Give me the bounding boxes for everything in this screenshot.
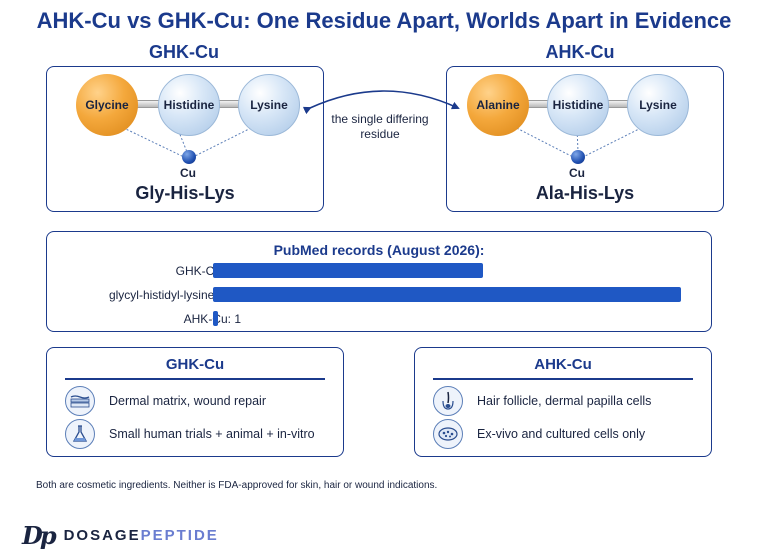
copper-label: Cu: [569, 166, 585, 180]
regulatory-footnote: Both are cosmetic ingredients. Neither i…: [36, 480, 438, 491]
card-divider: [65, 378, 325, 380]
card-divider: [433, 378, 693, 380]
glycine-residue: Glycine: [76, 74, 138, 136]
histidine-residue: Histidine: [547, 74, 609, 136]
histidine-residue: Histidine: [158, 74, 220, 136]
card-row-text: Hair follicle, dermal papilla cells: [477, 394, 652, 408]
pubmed-chart-panel: PubMed records (August 2026): GHK-Cu: 78…: [46, 231, 712, 332]
lysine-residue: Lysine: [238, 74, 300, 136]
chart-title: PubMed records (August 2026):: [273, 242, 485, 258]
ghk-sequence: Gly-His-Lys: [135, 183, 235, 203]
copper-atom: [571, 150, 585, 164]
card-row: Dermal matrix, wound repair: [65, 386, 266, 416]
bar-label: glycyl-histidyl-lysine: 135: [108, 288, 241, 302]
ahk-evidence-card: AHK-Cu Hair follicle, dermal papilla cel…: [414, 347, 712, 457]
brand-wordmark: DOSAGEPEPTIDE: [63, 527, 219, 544]
copper-atom: [182, 150, 196, 164]
petri-dish-icon: [433, 419, 463, 449]
ghk-molecule-panel: Glycine Histidine Lysine Cu Gly-His-Lys: [46, 66, 324, 212]
ghk-evidence-card: GHK-Cu Dermal matrix, wound repair Small…: [46, 347, 344, 457]
ghk-heading: GHK-Cu: [149, 42, 219, 62]
alanine-residue: Alanine: [467, 74, 529, 136]
ahk-molecule-panel: Alanine Histidine Lysine Cu Ala-His-Lys: [446, 66, 724, 212]
card-row-text: Dermal matrix, wound repair: [109, 394, 266, 408]
brand-logo: Dp DOSAGEPEPTIDE: [22, 521, 219, 550]
card-row-text: Ex-vivo and cultured cells only: [477, 427, 646, 441]
card-row: Hair follicle, dermal papilla cells: [433, 386, 651, 416]
skin-layers-icon: [65, 386, 95, 416]
card-title: AHK-Cu: [534, 356, 592, 373]
bar: [213, 263, 484, 278]
differing-residue-arrow: [302, 90, 460, 115]
copper-label: Cu: [180, 166, 196, 180]
bar-label: AHK-Cu: 1: [183, 312, 241, 326]
brand-mark: Dp: [22, 521, 57, 550]
page-title: AHK-Cu vs GHK-Cu: One Residue Apart, Wor…: [36, 8, 732, 33]
bar: [213, 287, 681, 302]
hair-follicle-icon: [433, 386, 463, 416]
card-row: Small human trials + animal + in-vitro: [65, 419, 315, 449]
bar: [213, 311, 218, 326]
flask-icon: [65, 419, 95, 449]
lysine-residue: Lysine: [627, 74, 689, 136]
ahk-sequence: Ala-His-Lys: [535, 183, 635, 203]
differing-residue-label: the single differing residue: [331, 112, 429, 141]
ahk-heading: AHK-Cu: [545, 42, 615, 62]
card-title: GHK-Cu: [165, 356, 225, 373]
card-row: Ex-vivo and cultured cells only: [433, 419, 645, 449]
card-row-text: Small human trials + animal + in-vitro: [109, 427, 315, 441]
